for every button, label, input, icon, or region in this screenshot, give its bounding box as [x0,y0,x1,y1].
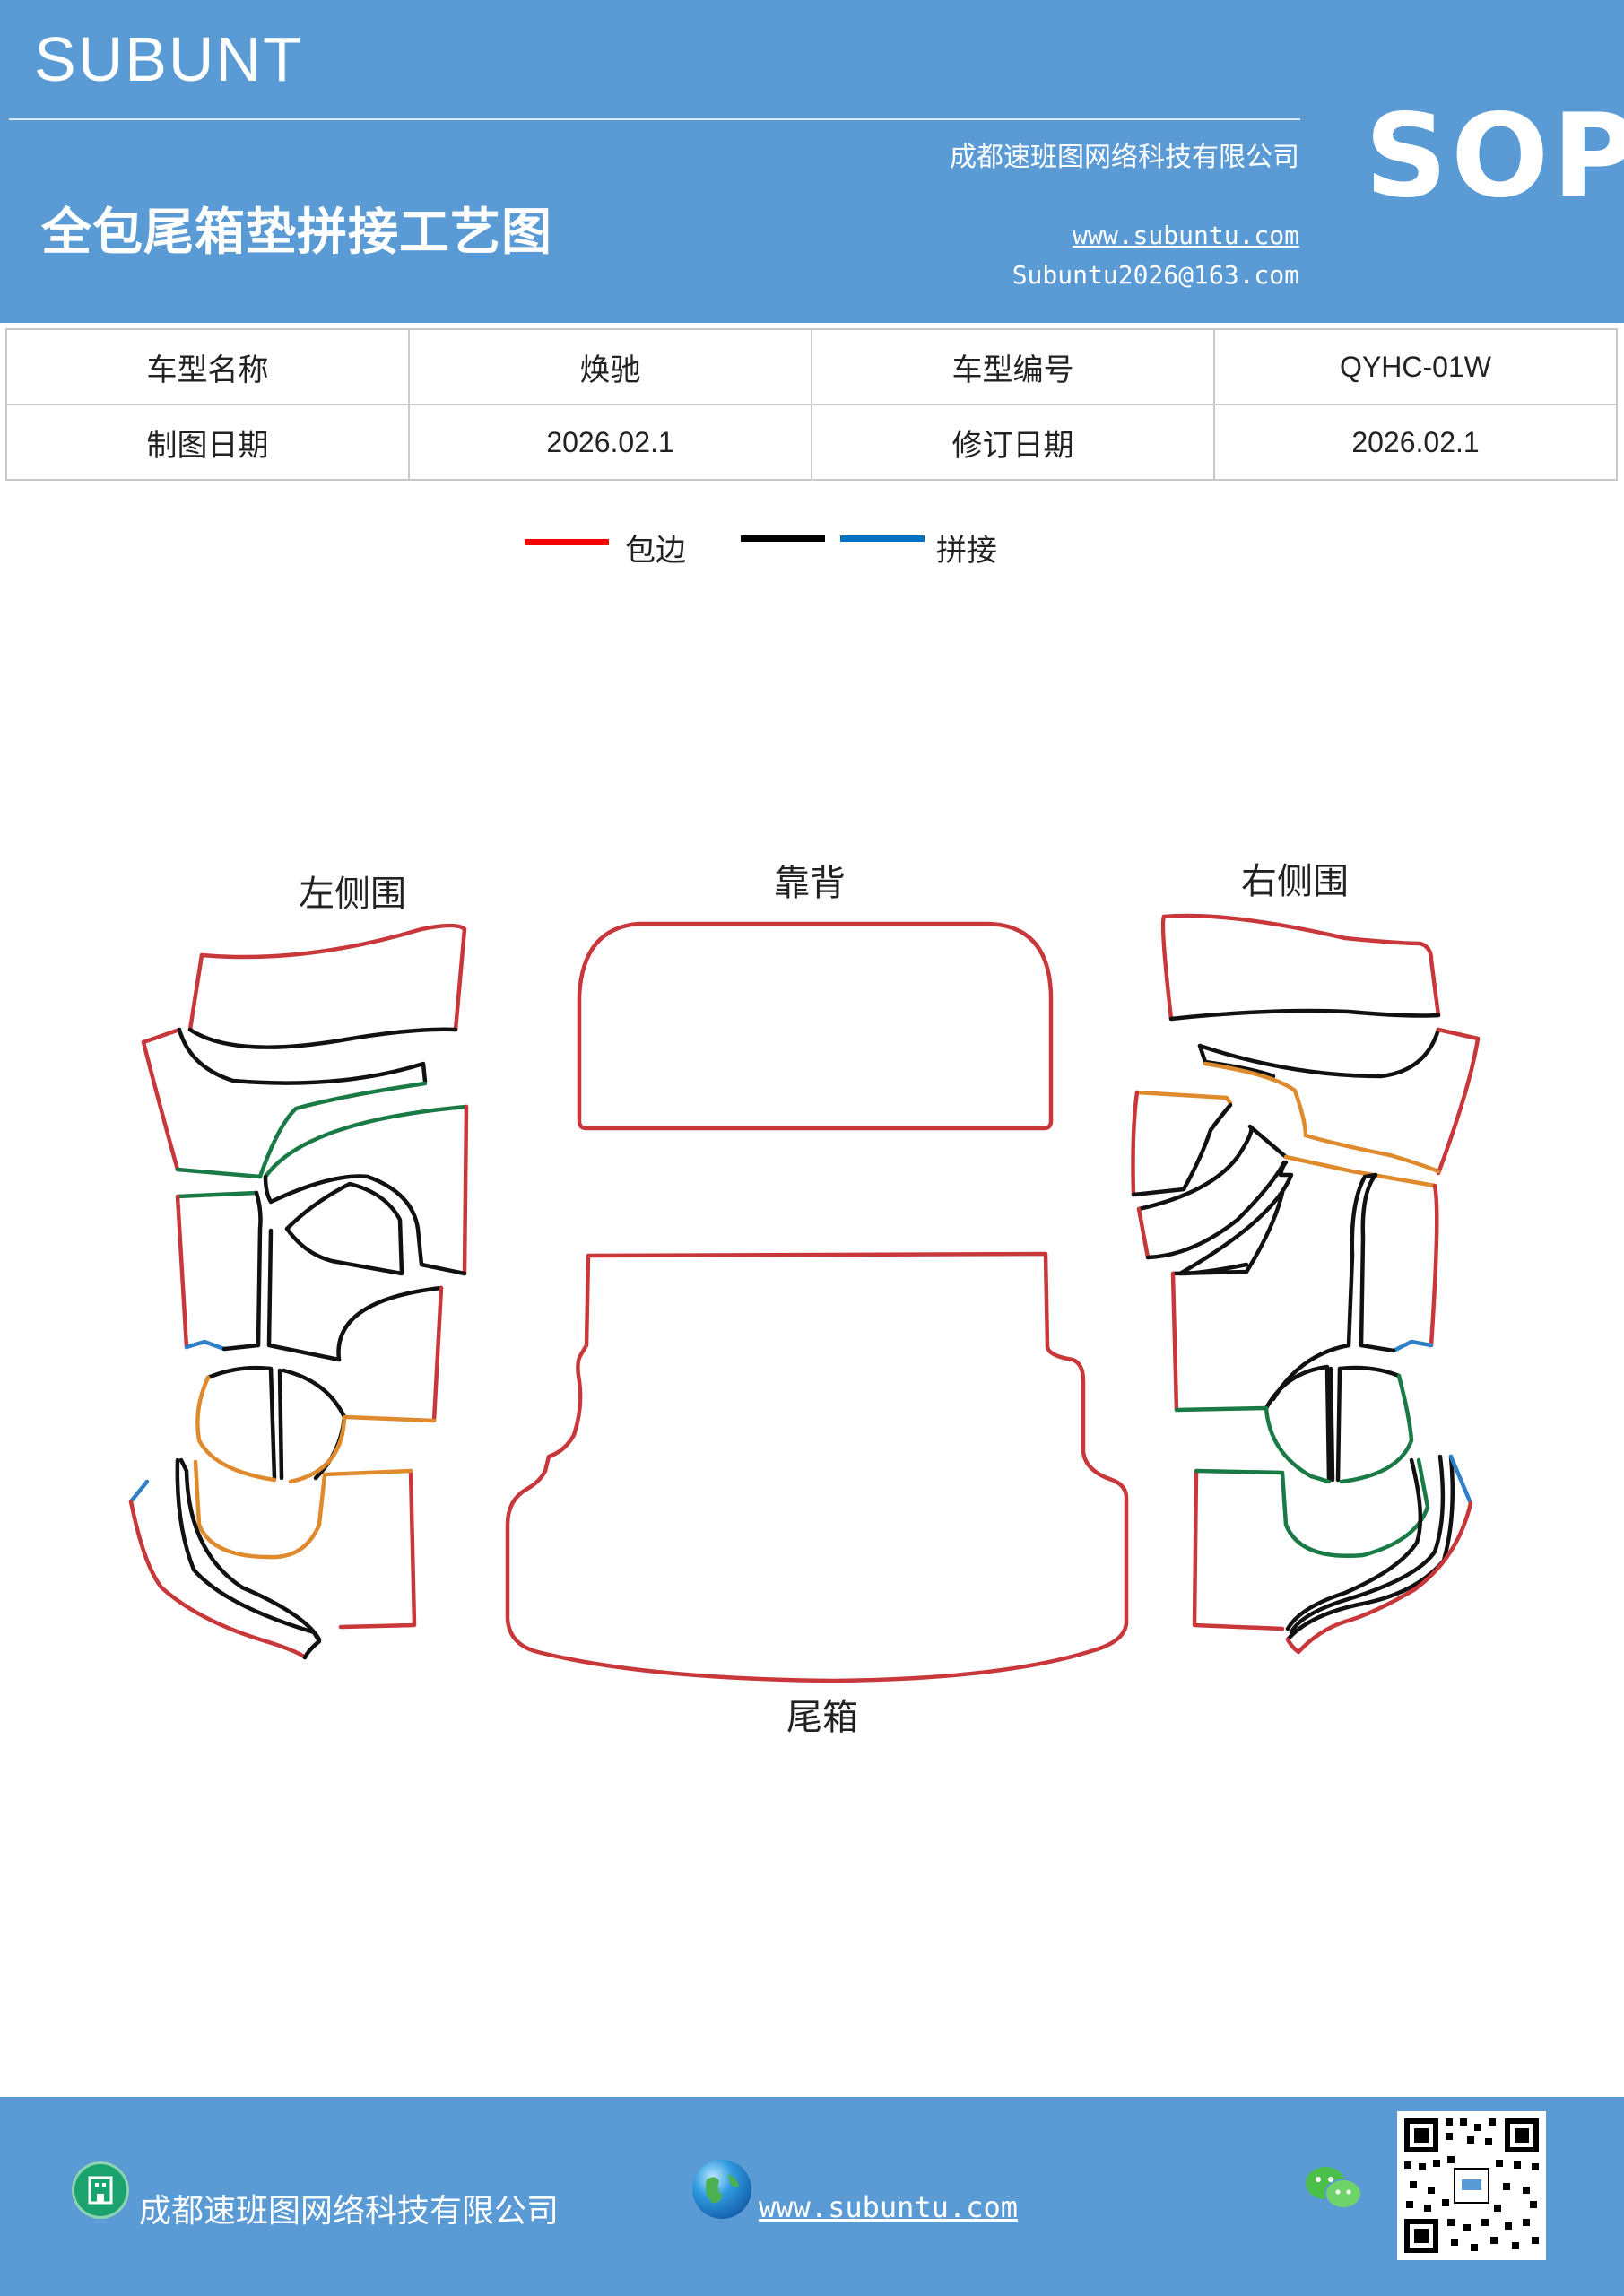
label-backrest: 靠背 [774,863,846,904]
qr-code [1397,2111,1546,2260]
model-name-label: 车型名称 [5,328,410,405]
draw-date-value: 2026.02.1 [408,404,812,481]
label-right-side: 右侧围 [1241,861,1349,902]
header-company: 成都速班图网络科技有限公司 [950,142,1299,173]
cutting-diagram: 左侧围 靠背 右侧围 尾箱 [128,861,1481,1738]
backrest-piece [577,921,1054,1131]
header-website-link[interactable]: www.subuntu.com [1073,221,1299,250]
legend-edge-label: 包边 [625,533,686,569]
table-row: 制图日期 2026.02.1 修订日期 2026.02.1 [5,404,1618,481]
header-banner: SUBUNT 成都速班图网络科技有限公司 全包尾箱垫拼接工艺图 www.subu… [0,0,1624,323]
footer-banner: 成都速班图网络科技有限公司 www.subuntu.com [0,2097,1624,2296]
draw-date-label: 制图日期 [5,404,410,481]
footer-website-link[interactable]: www.subuntu.com [759,2190,1018,2224]
sop-mark: SOP [1365,90,1624,223]
wechat-icon[interactable] [1302,2161,1365,2215]
label-trunk: 尾箱 [786,1697,858,1738]
model-code-label: 车型编号 [811,328,1215,405]
header-email[interactable]: Subuntu2026@163.com [1012,260,1299,290]
trunk-piece [505,1251,1129,1683]
building-icon [72,2161,129,2219]
legend-blue-line [840,535,925,542]
info-table: 车型名称 焕驰 车型编号 QYHC-01W 制图日期 2026.02.1 修订日… [5,328,1618,481]
legend-black-line [741,535,825,542]
header-divider [9,118,1300,120]
model-name-value: 焕驰 [408,328,812,405]
revise-date-value: 2026.02.1 [1213,404,1618,481]
label-left-side: 左侧围 [299,874,406,915]
footer-company: 成都速班图网络科技有限公司 [139,2193,560,2230]
document-title: 全包尾箱垫拼接工艺图 [41,204,552,262]
legend-splice-label: 拼接 [936,533,997,569]
right-side-group [1131,913,1481,1655]
brand-name: SUBUNT [34,24,303,94]
globe-icon [692,2160,751,2219]
qr-code-pattern [1404,2118,1539,2253]
left-side-group [128,923,469,1660]
table-row: 车型名称 焕驰 车型编号 QYHC-01W [5,328,1618,405]
model-code-value: QYHC-01W [1213,328,1618,405]
revise-date-label: 修订日期 [811,404,1215,481]
legend-red-line [525,539,609,545]
